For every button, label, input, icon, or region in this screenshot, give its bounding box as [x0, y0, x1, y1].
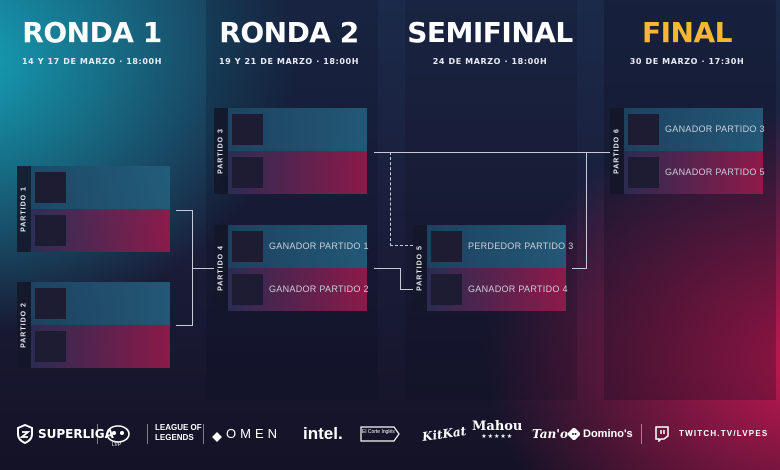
match-number-label: PARTIDO 1 [20, 186, 28, 232]
semifinal-date: 24 DE MARZO · 18:00H [432, 57, 548, 66]
column-shade-final [604, 0, 776, 400]
superliga-wordmark: SUPERLIGA [38, 427, 114, 441]
footer-separator [147, 424, 148, 444]
lvp-wordmark: LVP [112, 442, 122, 448]
twitch-icon[interactable] [655, 426, 669, 443]
match-tab: PARTIDO 4 [214, 225, 228, 311]
lvp-logo-icon [105, 424, 131, 444]
team-slot[interactable] [31, 209, 170, 252]
round-1-title: RONDA 1 [22, 16, 162, 49]
match-1: PARTIDO 1 [17, 166, 170, 252]
intel-logo: intel. [303, 424, 343, 443]
match-tab: PARTIDO 5 [413, 225, 427, 311]
match-2: PARTIDO 2 [17, 282, 170, 368]
round-2-date: 19 Y 21 DE MARZO · 18:00H [219, 57, 359, 66]
team-name: GANADOR PARTIDO 1 [269, 241, 369, 251]
team-logo-placeholder [35, 215, 66, 246]
mahou-stars: ★★★★★ [481, 434, 514, 440]
team-name: GANADOR PARTIDO 2 [269, 284, 369, 294]
round-2-title: RONDA 2 [219, 16, 359, 49]
team-name: GANADOR PARTIDO 5 [665, 167, 765, 177]
match-tab: PARTIDO 3 [214, 108, 228, 194]
team-slot[interactable]: GANADOR PARTIDO 3 [624, 108, 765, 151]
connector-line [572, 268, 586, 269]
team-name: PERDEDOR PARTIDO 3 [468, 241, 574, 251]
loser-dashed-connector [390, 245, 413, 246]
round-1-date: 14 Y 17 DE MARZO · 18:00H [22, 57, 162, 66]
el-corte-ingles-logo: El Corte Inglés [360, 425, 400, 443]
team-slot[interactable]: PERDEDOR PARTIDO 3 [427, 225, 573, 268]
match-number-label: PARTIDO 4 [217, 245, 225, 291]
team-slot[interactable]: GANADOR PARTIDO 2 [228, 268, 369, 311]
footer-separator [97, 424, 98, 444]
match-4: PARTIDO 4 GANADOR PARTIDO 1 GANADOR PART… [214, 225, 369, 311]
match-number-label: PARTIDO 3 [217, 128, 225, 174]
match-number-label: PARTIDO 6 [613, 128, 621, 174]
el-corte-ingles-wordmark: El Corte Inglés [362, 429, 395, 435]
connector-line [586, 152, 587, 269]
team-slot[interactable] [31, 325, 170, 368]
team-slot[interactable]: GANADOR PARTIDO 5 [624, 151, 765, 194]
match-tab: PARTIDO 6 [610, 108, 624, 194]
match-3: PARTIDO 3 [214, 108, 367, 194]
team-slot[interactable] [228, 151, 367, 194]
team-slot[interactable] [31, 282, 170, 325]
match-number-label: PARTIDO 5 [416, 245, 424, 291]
connector-line [374, 152, 610, 153]
connector-line [192, 268, 214, 269]
column-shade-semifinal [405, 0, 577, 400]
final-title: FINAL [642, 16, 733, 49]
team-name: GANADOR PARTIDO 3 [665, 124, 765, 134]
mahou-logo: Mahou ★★★★★ [472, 420, 522, 442]
team-slot[interactable]: GANADOR PARTIDO 4 [427, 268, 568, 311]
connector-line [400, 289, 413, 290]
loser-dashed-connector [390, 152, 391, 246]
connector-line [374, 268, 400, 269]
team-logo-placeholder [431, 274, 462, 305]
semifinal-title: SEMIFINAL [407, 16, 573, 49]
column-shade-ronda2 [206, 0, 378, 400]
match-number-label: PARTIDO 2 [20, 302, 28, 348]
twitch-channel-link[interactable]: TWITCH.TV/LVPES [679, 429, 769, 438]
dominos-icon [567, 427, 581, 441]
footer-separator [641, 424, 642, 444]
team-logo-placeholder [232, 114, 263, 145]
connector-line [176, 210, 192, 211]
superliga-logo-icon [15, 423, 35, 445]
team-logo-placeholder [35, 172, 66, 203]
team-slot[interactable]: GANADOR PARTIDO 1 [228, 225, 369, 268]
connector-line [176, 325, 192, 326]
dominos-wordmark: Domino's [583, 428, 633, 440]
team-logo-placeholder [232, 157, 263, 188]
match-6: PARTIDO 6 GANADOR PARTIDO 3 GANADOR PART… [610, 108, 765, 194]
match-5: PARTIDO 5 PERDEDOR PARTIDO 3 GANADOR PAR… [413, 225, 573, 311]
tanqueray-logo: Tan'o [532, 427, 568, 441]
final-date: 30 DE MARZO · 17:30H [629, 57, 745, 66]
connector-line [400, 268, 401, 289]
omen-logo-icon [212, 429, 222, 442]
team-logo-placeholder [431, 231, 462, 262]
match-tab: PARTIDO 1 [17, 166, 31, 252]
footer-separator [203, 424, 204, 444]
team-logo-placeholder [628, 157, 659, 188]
lol-line2: LEGENDS [155, 433, 194, 442]
team-slot[interactable] [31, 166, 170, 209]
league-of-legends-logo: LEAGUE OF LEGENDS [155, 423, 202, 445]
match-tab: PARTIDO 2 [17, 282, 31, 368]
team-slot[interactable] [228, 108, 367, 151]
mahou-wordmark: Mahou [472, 419, 523, 434]
team-logo-placeholder [232, 231, 263, 262]
team-logo-placeholder [35, 288, 66, 319]
team-name: GANADOR PARTIDO 4 [468, 284, 568, 294]
team-logo-placeholder [232, 274, 263, 305]
omen-wordmark: OMEN [226, 426, 281, 441]
team-logo-placeholder [35, 331, 66, 362]
team-logo-placeholder [628, 114, 659, 145]
lol-line1: LEAGUE OF [155, 423, 202, 432]
